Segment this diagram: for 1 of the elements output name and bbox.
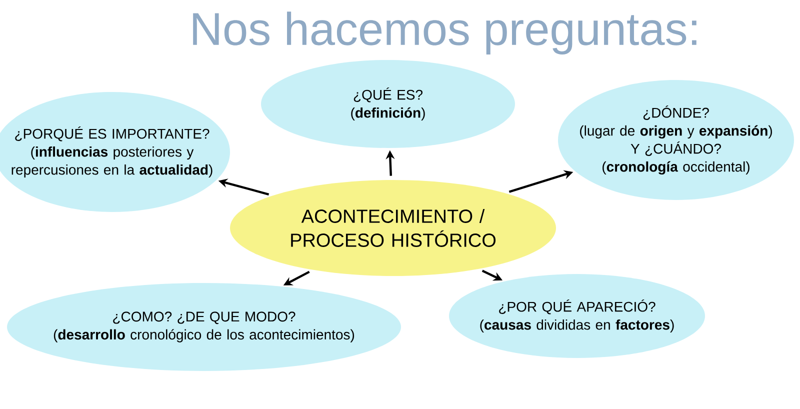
title: Nos hacemos preguntas:	[193, 12, 696, 54]
